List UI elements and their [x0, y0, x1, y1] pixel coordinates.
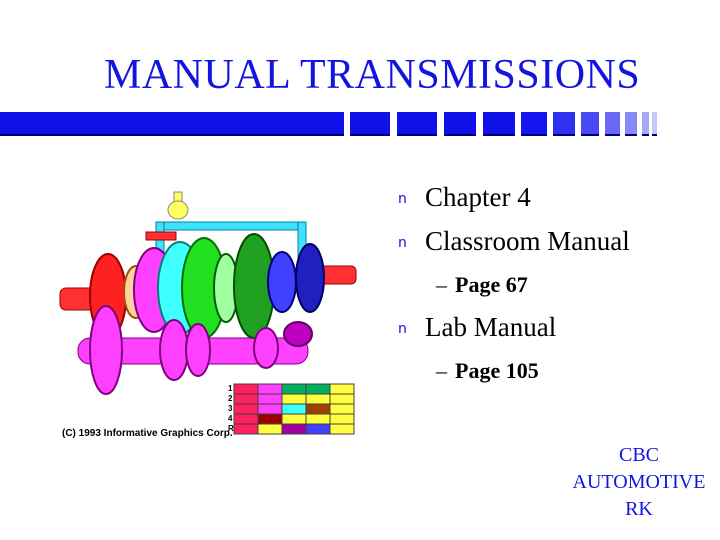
- gear-engagement-table: [233, 383, 355, 435]
- gear-table-cell: [233, 393, 259, 405]
- gear-label-3: 3: [228, 404, 233, 413]
- bullet-text: Classroom Manual: [425, 226, 630, 256]
- bullet-marker: n: [398, 191, 407, 207]
- gear-table-cell: [257, 383, 283, 395]
- gear-label-2: 2: [228, 394, 233, 403]
- gear-table-cell: [305, 413, 331, 425]
- bullet-text: Chapter 4: [425, 182, 531, 212]
- bullet-marker: n: [398, 235, 407, 251]
- gear-table-cell: [329, 403, 355, 415]
- gear-table-cell: [257, 393, 283, 405]
- sub-bullet-lab-page: – Page 105: [398, 356, 708, 398]
- gear-table-cell: [257, 423, 283, 435]
- gear-label-r: R: [228, 424, 234, 433]
- title-decorative-bar: [0, 112, 720, 138]
- gear-table-cell: [233, 403, 259, 415]
- gear-table-cell: [233, 423, 259, 435]
- sub-bullet-marker: –: [436, 272, 447, 297]
- slide-title: MANUAL TRANSMISSIONS: [104, 52, 641, 98]
- footer-credit: CBC AUTOMOTIVE RK: [552, 442, 720, 523]
- gear-table-cell: [233, 383, 259, 395]
- gear-table-cell: [329, 423, 355, 435]
- gear-table-cell: [305, 393, 331, 405]
- bullet-marker: n: [398, 321, 407, 337]
- gear-table-cell: [329, 413, 355, 425]
- footer-line-2: AUTOMOTIVE: [572, 471, 706, 493]
- gear-label-4: 4: [228, 414, 233, 423]
- sub-bullet-classroom-page: – Page 67: [398, 270, 708, 312]
- transmission-illustration: 1 2 3 4 R: [58, 188, 358, 440]
- sub-bullet-text: Page 105: [455, 358, 539, 383]
- bullet-text: Lab Manual: [425, 312, 557, 342]
- bullet-list: n Chapter 4 n Classroom Manual – Page 67…: [398, 182, 708, 398]
- bullet-item-lab-manual: n Lab Manual: [398, 312, 708, 356]
- gear-table-cell: [281, 383, 307, 395]
- sub-bullet-text: Page 67: [455, 272, 528, 297]
- gear-table-cell: [329, 383, 355, 395]
- bullet-item-classroom-manual: n Classroom Manual: [398, 226, 708, 270]
- gear-table-cell: [257, 413, 283, 425]
- gear-table-cell: [233, 413, 259, 425]
- bullet-item-chapter: n Chapter 4: [398, 182, 708, 226]
- gear-table-cell: [281, 403, 307, 415]
- gear-table-cell: [305, 423, 331, 435]
- gear-table-cell: [305, 403, 331, 415]
- sub-bullet-marker: –: [436, 358, 447, 383]
- footer-line-1: CBC: [618, 444, 660, 466]
- footer-line-3: RK: [625, 498, 653, 520]
- gear-table-cell: [305, 383, 331, 395]
- gear-table-cell: [257, 403, 283, 415]
- gear-table-cell: [281, 393, 307, 405]
- gear-table-cell: [329, 393, 355, 405]
- gear-label-1: 1: [228, 384, 233, 393]
- illustration-copyright: (C) 1993 Informative Graphics Corp.: [62, 428, 233, 439]
- gear-table-cell: [281, 423, 307, 435]
- gear-table-cell: [281, 413, 307, 425]
- transmission-gear-diagram: 1 2 3 4 R: [59, 191, 357, 435]
